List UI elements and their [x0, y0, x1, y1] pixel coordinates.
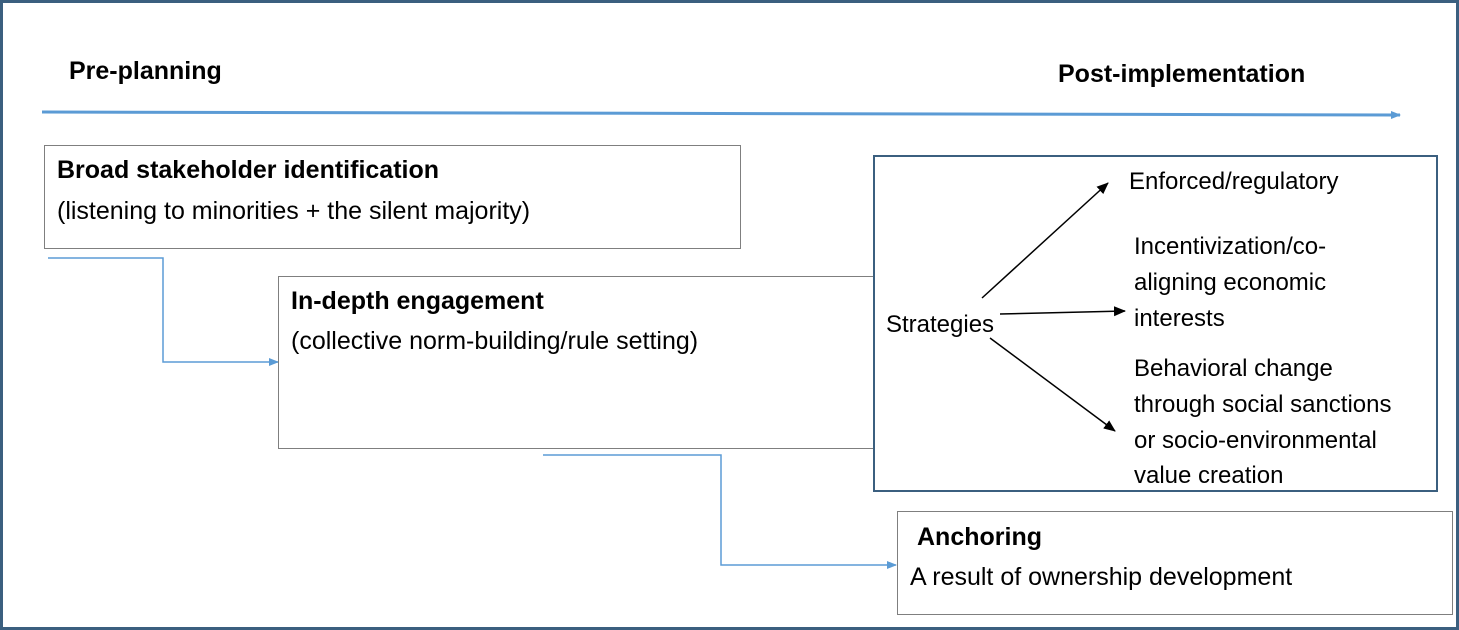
stage3-subtitle: A result of ownership development [910, 563, 1293, 591]
strategy-behavioral-line2: through social sanctions [1134, 391, 1392, 418]
strategy-behavioral-line4: value creation [1134, 462, 1284, 489]
timeline-arrow [41, 110, 1401, 119]
connector-stage1-to-stage2 [48, 257, 279, 366]
strategy-behavioral-line1: Behavioral change [1134, 355, 1333, 382]
stage1-title: Broad stakeholder identification [57, 156, 440, 184]
stage2-box: In-depth engagement (collective norm-bui… [278, 276, 875, 449]
timeline-start-label: Pre-planning [69, 57, 222, 85]
strategy-incentivization-line3: interests [1134, 305, 1225, 332]
connector-stage2-to-stage3 [543, 454, 897, 569]
strategy-arrow-enforced [981, 182, 1109, 299]
stage3-title: Anchoring [917, 523, 1042, 551]
strategy-incentivization-line2: aligning economic [1134, 269, 1327, 296]
timeline-end-label: Post-implementation [1058, 60, 1306, 88]
strategy-arrow-behavioral [989, 337, 1116, 432]
stage2-title: In-depth engagement [291, 287, 544, 315]
stage1-box: Broad stakeholder identification (listen… [44, 145, 741, 249]
strategy-behavioral-line3: or socio-environmental [1134, 427, 1377, 454]
stage3-box: Anchoring A result of ownership developm… [897, 511, 1453, 615]
stage1-subtitle: (listening to minorities + the silent ma… [57, 197, 531, 225]
strategies-label: Strategies [886, 311, 995, 338]
strategy-enforced: Enforced/regulatory [1129, 168, 1339, 195]
strategy-arrow-incentivization [999, 306, 1126, 317]
strategies-box [873, 155, 1438, 492]
strategy-incentivization-line1: Incentivization/co- [1134, 233, 1327, 260]
stage2-subtitle: (collective norm-building/rule setting) [291, 327, 699, 355]
